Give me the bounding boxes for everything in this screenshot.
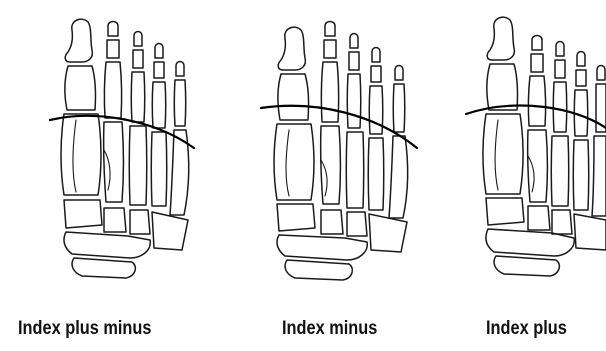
shading-line <box>73 120 76 192</box>
shading-line <box>286 130 289 196</box>
toe-3-phalanges <box>131 32 145 123</box>
tarsals <box>64 200 188 278</box>
toe-2-phalanges <box>528 36 545 127</box>
toe-1-phalanges <box>487 17 518 110</box>
toe-3-phalanges <box>553 42 567 133</box>
toe-5-phalanges <box>393 66 405 133</box>
foot-diagram-index-plus-minus <box>42 10 202 285</box>
toe-2-phalanges <box>321 22 338 123</box>
caption-index-plus-minus: Index plus minus <box>18 318 151 340</box>
caption-index-plus: Index plus <box>486 318 567 340</box>
foot-diagram-index-plus <box>464 6 606 285</box>
toe-4-phalanges <box>152 44 166 129</box>
tarsals <box>277 204 407 280</box>
caption-index-minus: Index minus <box>282 318 377 340</box>
toe-4-phalanges <box>574 52 588 137</box>
toe-5-phalanges <box>174 62 186 127</box>
parabola-arc <box>466 106 606 128</box>
foot-diagram-index-minus <box>255 10 420 285</box>
shading-line <box>495 120 498 190</box>
toe-2-phalanges <box>104 22 121 119</box>
toe-1-phalanges <box>65 19 96 110</box>
